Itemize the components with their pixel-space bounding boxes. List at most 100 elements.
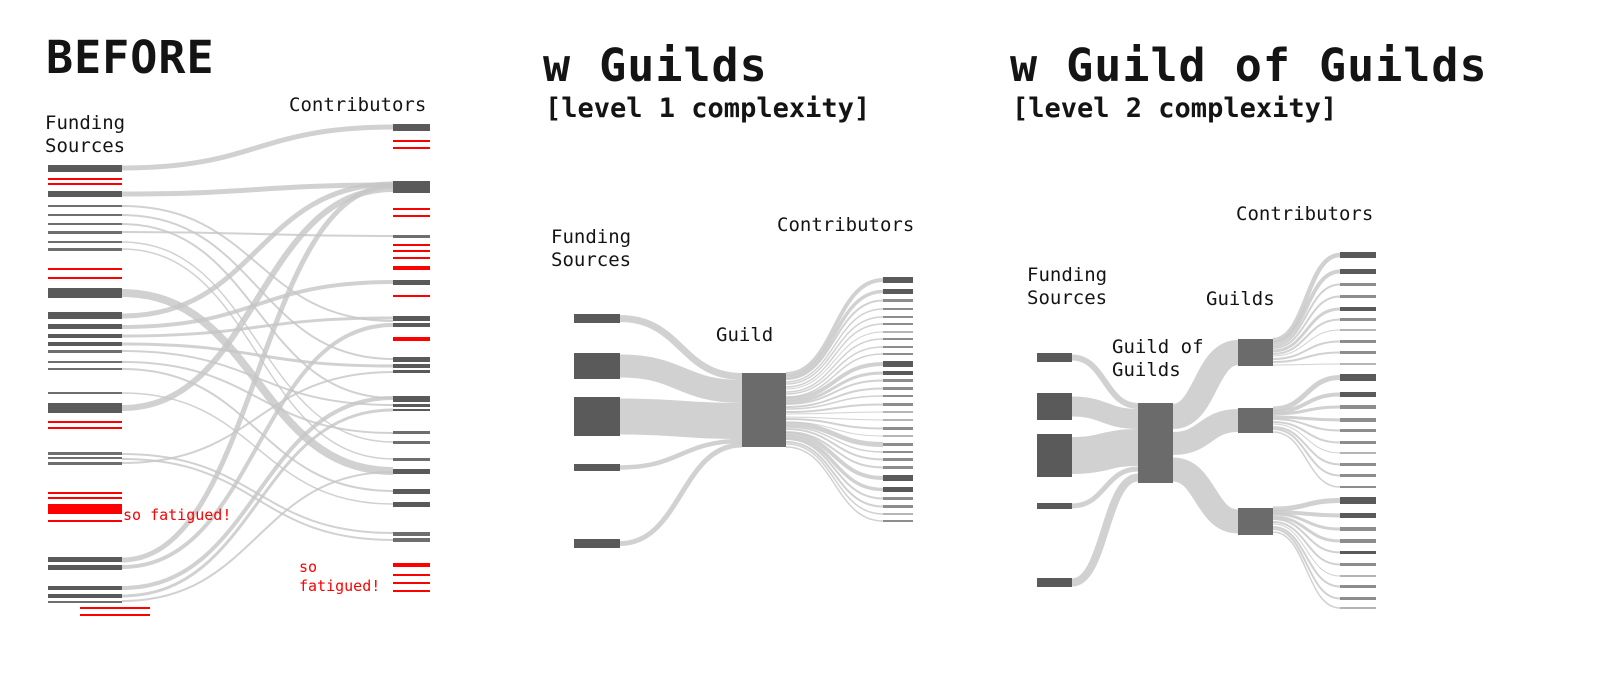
sankey-link — [619, 442, 743, 546]
sankey-link — [785, 331, 884, 390]
sankey-node — [1340, 269, 1376, 274]
sankey-node — [393, 364, 430, 368]
sankey-node — [48, 497, 122, 499]
panel-gog-title: w Guild of Guilds — [1010, 39, 1488, 92]
sankey-link — [1272, 307, 1341, 353]
sankey-node — [1340, 363, 1376, 365]
sankey-link — [121, 396, 394, 590]
sankey-link — [1272, 392, 1341, 414]
sankey-link — [619, 354, 743, 403]
sankey-link — [785, 416, 884, 421]
sankey-link — [121, 214, 394, 360]
sankey-link — [1272, 283, 1341, 347]
sankey-node — [393, 396, 430, 402]
sankey-node — [883, 451, 913, 453]
sankey-link — [785, 316, 884, 385]
sankey-node — [393, 208, 430, 210]
sankey-link — [1272, 526, 1341, 588]
sankey-node — [1340, 575, 1376, 577]
sankey-link — [785, 428, 884, 461]
sankey-node — [1037, 503, 1072, 509]
sankey-link — [1071, 466, 1139, 509]
sankey-node — [883, 427, 913, 430]
sankey-node — [574, 464, 620, 471]
panel-gog-contributors-label: Contributors — [1236, 203, 1374, 225]
panel-guilds-subtitle: [level 1 complexity] — [545, 93, 871, 124]
sankey-link — [785, 362, 884, 401]
sankey-link — [785, 395, 884, 410]
sankey-link — [1071, 473, 1139, 587]
sankey-node — [393, 441, 430, 444]
sankey-node — [1037, 393, 1072, 420]
sankey-node — [48, 342, 122, 346]
sankey-link — [121, 289, 394, 475]
sankey-node — [883, 411, 913, 413]
sankey-node — [48, 586, 122, 590]
sankey-node — [883, 403, 913, 406]
sankey-node — [742, 373, 786, 447]
sankey-node — [1340, 252, 1376, 258]
sankey-node — [393, 538, 430, 542]
sankey-node — [393, 124, 430, 131]
sankey-node — [883, 435, 913, 437]
sankey-node — [393, 502, 430, 507]
sankey-node — [393, 215, 430, 217]
sankey-link — [121, 183, 394, 563]
sankey-link — [619, 398, 743, 439]
sankey-link — [785, 308, 884, 383]
sankey-node — [48, 361, 122, 363]
sankey-node — [393, 469, 430, 474]
sankey-link — [785, 435, 884, 492]
sankey-node — [48, 268, 122, 270]
sankey-node — [1340, 539, 1376, 543]
sankey-link — [1071, 429, 1139, 474]
sankey-link — [1272, 375, 1341, 412]
sankey-link — [121, 458, 394, 541]
sankey-node — [883, 338, 913, 340]
sankey-node — [48, 334, 122, 338]
sankey-link — [121, 205, 394, 322]
sankey-node — [1037, 434, 1072, 477]
sankey-link — [785, 421, 884, 447]
sankey-node — [883, 346, 913, 348]
sankey-node — [1340, 474, 1376, 477]
sankey-node — [1340, 585, 1376, 588]
sankey-node — [574, 353, 620, 379]
sankey-node — [574, 539, 620, 548]
sankey-node — [393, 582, 430, 584]
sankey-node — [883, 419, 913, 421]
sankey-link — [785, 431, 884, 469]
sankey-link — [785, 438, 884, 500]
sankey-link — [1272, 351, 1341, 363]
sankey-node — [1340, 463, 1376, 466]
panel-gog-funding-sources-label: Funding Sources — [1027, 264, 1108, 309]
sankey-node — [48, 248, 122, 251]
sankey-node — [883, 505, 913, 508]
sankey-link — [121, 361, 394, 434]
sankey-node — [883, 299, 913, 302]
panel-before-fatigued-right-annotation: so fatigued! — [299, 558, 381, 595]
sankey-link — [121, 342, 394, 368]
sankey-node — [48, 557, 122, 562]
sankey-link — [121, 471, 394, 602]
sankey-link — [121, 408, 394, 598]
sankey-node — [393, 574, 430, 576]
sankey-node — [883, 331, 913, 333]
sankey-link — [785, 411, 884, 415]
sankey-node — [393, 295, 430, 297]
sankey-link — [1272, 512, 1341, 531]
sankey-link — [785, 299, 884, 380]
sankey-link — [1272, 405, 1341, 416]
sankey-link — [1272, 523, 1341, 577]
sankey-node — [1037, 578, 1072, 587]
sankey-node — [393, 370, 430, 373]
sankey-link — [1272, 269, 1341, 345]
panel-before-funding-sources-label: Funding Sources — [45, 112, 126, 157]
sankey-link — [121, 231, 394, 237]
sankey-link — [785, 346, 884, 395]
sankey-link — [1272, 521, 1341, 566]
sankey-link — [1272, 421, 1341, 444]
sankey-node — [393, 147, 430, 149]
panel-before-contributors-label: Contributors — [289, 94, 427, 116]
sankey-node — [48, 457, 122, 459]
